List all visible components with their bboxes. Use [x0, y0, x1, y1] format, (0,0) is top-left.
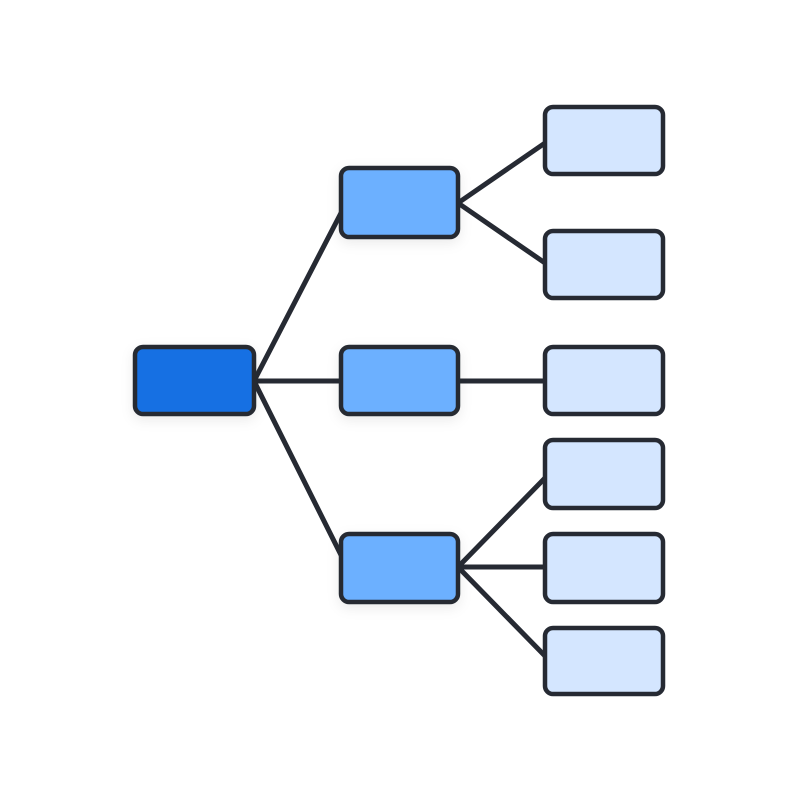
- leaf-node-1: [542, 104, 666, 177]
- root-node: [132, 344, 257, 417]
- connector-root-to-node-1: [251, 210, 344, 384]
- leaf-node-4: [542, 437, 666, 511]
- connector-node-3-to-leaf-6: [455, 564, 550, 661]
- leaf-node-6: [542, 625, 666, 697]
- level-1-node-3: [338, 531, 461, 605]
- connector-node-1-to-leaf-2: [455, 200, 548, 266]
- connector-node-1-to-leaf-1: [455, 140, 548, 206]
- leaf-node-2: [542, 228, 666, 301]
- level-1-node-1: [338, 165, 461, 240]
- leaf-node-3: [542, 344, 666, 417]
- leaf-node-5: [542, 531, 666, 605]
- leaf-connectors: [455, 140, 550, 661]
- level-1-node-2: [338, 344, 461, 417]
- root-connectors: [251, 210, 344, 558]
- level-1-nodes: [338, 165, 461, 605]
- connector-root-to-node-3: [251, 378, 344, 558]
- connector-node-3-to-leaf-4: [455, 475, 548, 570]
- leaf-nodes: [542, 104, 666, 697]
